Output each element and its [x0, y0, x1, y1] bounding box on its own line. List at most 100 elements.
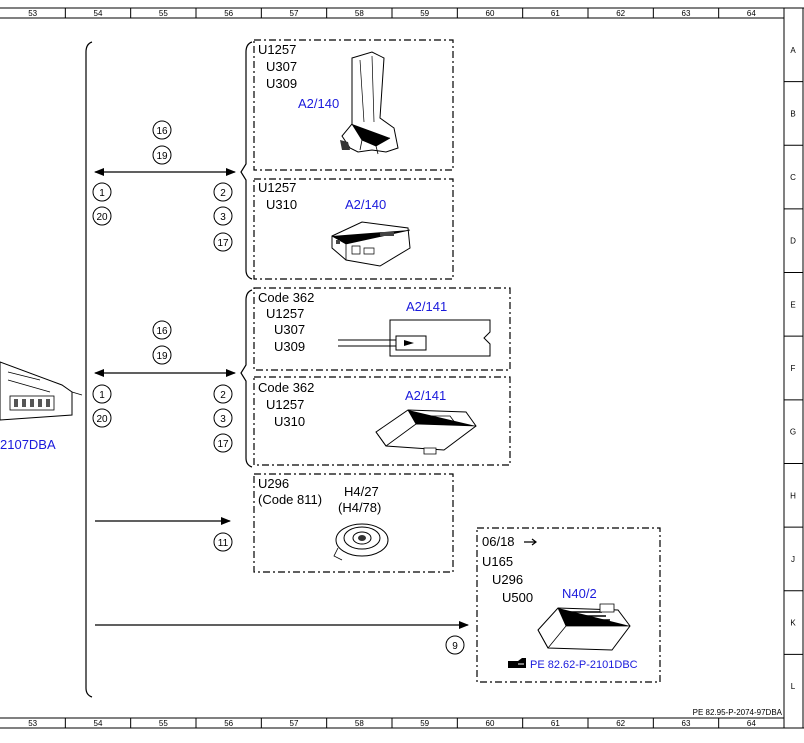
left-component-label: 2107DBA — [0, 437, 56, 452]
footer-reference: PE 82.95-P-2074-97DBA — [693, 708, 783, 717]
arrow-right-icon — [524, 538, 537, 546]
ruler-bottom-col-60: 60 — [486, 719, 495, 728]
ruler-top-col-59: 59 — [420, 9, 429, 18]
group1-box-b-ref: A2/140 — [345, 197, 386, 212]
ruler-bottom-col-57: 57 — [290, 719, 299, 728]
group4-box-code-3: U500 — [502, 590, 533, 605]
group1-box-a-code-1: U1257 — [258, 42, 296, 57]
ruler-top-col-54: 54 — [94, 9, 103, 18]
svg-text:2: 2 — [220, 390, 226, 401]
ruler-top-col-58: 58 — [355, 9, 364, 18]
group1-box-b-code-2: U310 — [266, 197, 297, 212]
group3-box-code-1: U296 — [258, 476, 289, 491]
left-component: 2107DBA — [0, 361, 83, 452]
group2-box-b-code-2: U1257 — [266, 397, 304, 412]
group2-circle-3: 3 — [213, 408, 233, 428]
ruler-bottom-col-58: 58 — [355, 719, 364, 728]
antenna-rod-icon — [340, 51, 399, 155]
ruler-bottom-col-61: 61 — [551, 719, 560, 728]
svg-text:3: 3 — [220, 414, 226, 425]
svg-text:16: 16 — [156, 126, 168, 137]
group1-circle-19: 19 — [152, 145, 172, 165]
group4: 9 06/18 U165 U296 U500 N40/2 PE 82.62-P-… — [95, 527, 661, 683]
ruler-row-D: D — [790, 237, 796, 246]
ruler-top-col-64: 64 — [747, 9, 756, 18]
group1-circle-17: 17 — [213, 232, 233, 252]
group4-box-ref: N40/2 — [562, 586, 597, 601]
ruler-top-col-60: 60 — [486, 9, 495, 18]
group1-box-b-code-1: U1257 — [258, 180, 296, 195]
antenna-sheet-icon — [338, 319, 491, 357]
ruler-bottom-col-64: 64 — [747, 719, 756, 728]
group2-circle-16: 16 — [152, 320, 172, 340]
group4-box — [476, 527, 661, 683]
group1-bracket — [240, 41, 253, 280]
pointing-hand-icon — [508, 658, 526, 668]
group1: 16 19 1 20 2 3 17 U1257 U307 — [92, 39, 454, 280]
ruler-top-col-62: 62 — [616, 9, 625, 18]
svg-text:2: 2 — [220, 188, 226, 199]
svg-text:20: 20 — [96, 414, 108, 425]
group2-box-a-code-3: U307 — [274, 322, 305, 337]
group2-circle-1: 1 — [92, 384, 112, 404]
group2-box-b-ref: A2/141 — [405, 388, 446, 403]
group1-circle-16: 16 — [152, 120, 172, 140]
group4-box-link[interactable]: PE 82.62-P-2101DBC — [530, 659, 638, 671]
group4-box-code-2: U296 — [492, 572, 523, 587]
control-unit-icon — [537, 603, 631, 651]
ruler-top-col-55: 55 — [159, 9, 168, 18]
ruler-row-B: B — [790, 109, 795, 118]
svg-text:11: 11 — [218, 538, 229, 549]
ruler-row-E: E — [790, 300, 795, 309]
svg-text:9: 9 — [452, 641, 458, 652]
group2-circle-2: 2 — [213, 384, 233, 404]
ruler-row-G: G — [790, 428, 796, 437]
ruler-row-J: J — [791, 555, 795, 564]
group2-box-a-ref: A2/141 — [406, 299, 447, 314]
ruler-top-col-61: 61 — [551, 9, 560, 18]
group2-box-a — [253, 287, 511, 371]
ruler-top-col-53: 53 — [28, 9, 37, 18]
ruler-bottom-col-53: 53 — [28, 719, 37, 728]
svg-text:17: 17 — [217, 439, 229, 450]
group2-circle-19: 19 — [152, 345, 172, 365]
ruler-bottom-col-63: 63 — [682, 719, 691, 728]
group2-circle-17: 17 — [213, 433, 233, 453]
ruler-row-C: C — [790, 173, 796, 182]
group3: 11 U296 (Code 811) H4/27 (H4/78) — [95, 473, 454, 573]
group2-box-b-code-3: U310 — [274, 414, 305, 429]
group3-box-ref: H4/27 — [344, 484, 379, 499]
svg-text:17: 17 — [217, 238, 229, 249]
control-module-icon — [331, 221, 411, 267]
group3-box-code-2: (Code 811) — [258, 492, 322, 507]
group2-box-b — [253, 376, 511, 466]
group3-circle-11: 11 — [213, 532, 233, 552]
group1-box-a-code-2: U307 — [266, 59, 297, 74]
group1-circle-2: 2 — [213, 182, 233, 202]
svg-text:1: 1 — [99, 390, 105, 401]
speaker-icon — [333, 523, 389, 561]
ruler-top-col-56: 56 — [224, 9, 233, 18]
group2-bracket — [240, 289, 253, 468]
ruler-row-H: H — [790, 491, 796, 500]
ruler-row-K: K — [790, 619, 796, 628]
group4-box-date: 06/18 — [482, 534, 515, 549]
ruler-bottom-col-55: 55 — [159, 719, 168, 728]
group2-circle-20: 20 — [92, 408, 112, 428]
group2-box-a-code-4: U309 — [274, 339, 305, 354]
svg-text:20: 20 — [96, 212, 108, 223]
svg-text:16: 16 — [156, 326, 168, 337]
ruler-row-L: L — [791, 682, 796, 691]
ruler-bottom-col-56: 56 — [224, 719, 233, 728]
group1-box-a-ref: A2/140 — [298, 96, 339, 111]
group3-box — [253, 473, 454, 573]
group4-box-code-1: U165 — [482, 554, 513, 569]
group4-circle-9: 9 — [445, 635, 465, 655]
ruler-bottom-col-54: 54 — [94, 719, 103, 728]
svg-text:3: 3 — [220, 212, 226, 223]
svg-text:19: 19 — [156, 351, 168, 362]
